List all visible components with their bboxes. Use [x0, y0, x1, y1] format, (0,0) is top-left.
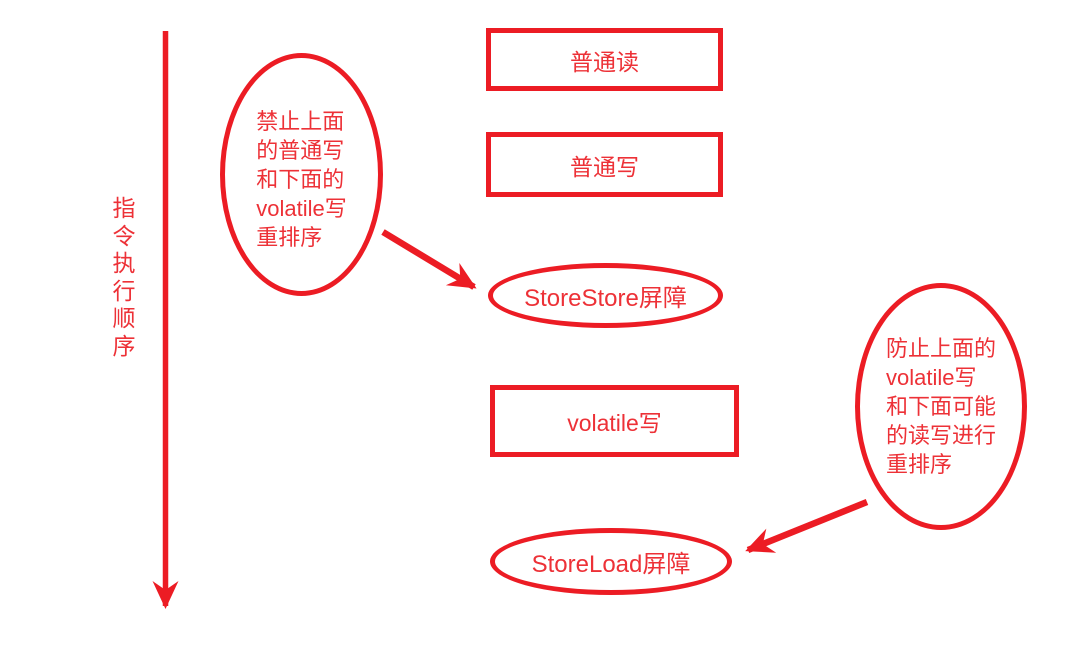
execution-order-label: 指令执行顺序 [112, 195, 136, 359]
node-volatile-write: volatile写 [490, 385, 739, 457]
right-annotation-arrow [745, 498, 869, 554]
node-storeload-barrier: StoreLoad屏障 [490, 528, 732, 595]
node-storestore-barrier-label: StoreStore屏障 [524, 285, 687, 312]
annotation-left-text: 禁止上面 的普通写 和下面的 volatile写 重排序 [256, 109, 347, 250]
annotation-right: 防止上面的 volatile写 和下面可能 的读写进行 重排序 [855, 283, 1027, 530]
left-annotation-arrow [381, 229, 477, 290]
node-storeload-barrier-label: StoreLoad屏障 [531, 551, 691, 578]
annotation-right-text: 防止上面的 volatile写 和下面可能 的读写进行 重排序 [885, 336, 996, 477]
node-volatile-write-label: volatile写 [567, 410, 662, 436]
node-normal-read-label: 普通读 [570, 48, 639, 75]
node-normal-read: 普通读 [486, 28, 723, 91]
node-normal-write: 普通写 [486, 132, 723, 197]
annotation-left: 禁止上面 的普通写 和下面的 volatile写 重排序 [220, 53, 383, 296]
node-storestore-barrier: StoreStore屏障 [488, 263, 723, 328]
node-normal-write-label: 普通写 [570, 153, 639, 180]
